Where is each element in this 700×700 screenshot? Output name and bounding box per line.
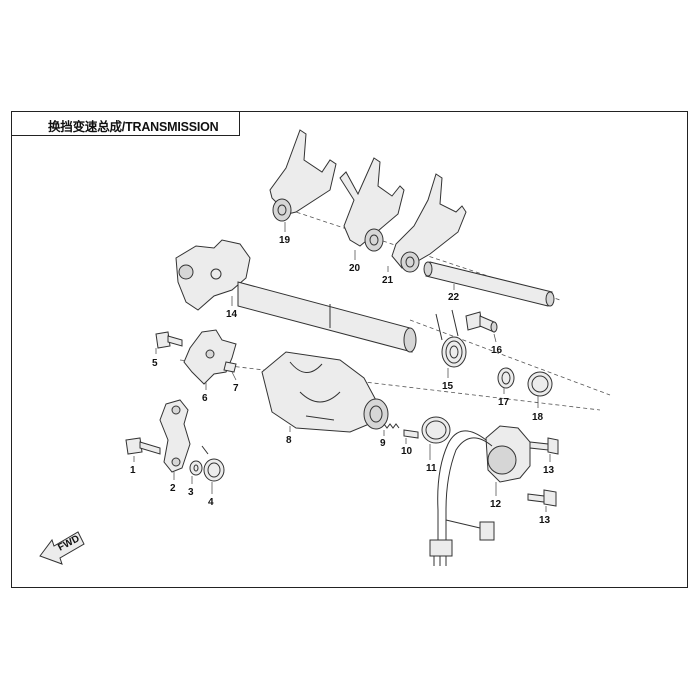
part-9-spring xyxy=(383,423,400,429)
callout-2: 2 xyxy=(170,483,176,494)
callout-13-lower: 13 xyxy=(539,515,551,526)
part-18-o-ring xyxy=(527,371,553,397)
callout-11: 11 xyxy=(426,463,437,474)
callout-20: 20 xyxy=(349,263,361,274)
callout-14: 14 xyxy=(226,309,238,320)
part-12-gear-position-sensor xyxy=(429,425,531,566)
diagram-title: 换挡变速总成/TRANSMISSION xyxy=(48,120,219,134)
part-15-return-spring xyxy=(435,309,467,368)
callout-21: 21 xyxy=(382,275,394,286)
callout-labels: 1 2 3 4 5 6 7 8 9 10 11 12 13 13 14 15 1… xyxy=(130,235,555,526)
callout-5: 5 xyxy=(152,358,158,369)
callout-19: 19 xyxy=(279,235,291,246)
callout-15: 15 xyxy=(442,381,454,392)
axis-line-shaft xyxy=(409,319,611,396)
callout-4: 4 xyxy=(208,497,214,508)
callout-16: 16 xyxy=(491,345,503,356)
part-13-bolt-lower xyxy=(527,489,557,507)
diagram-frame xyxy=(11,111,688,588)
axis-line-drum xyxy=(179,359,601,411)
callout-6: 6 xyxy=(202,393,208,404)
callout-13-upper: 13 xyxy=(543,465,555,476)
part-2-stopper-arm xyxy=(159,399,191,473)
part-19-shift-fork xyxy=(269,129,337,222)
callout-22: 22 xyxy=(448,292,460,303)
callout-9: 9 xyxy=(380,438,386,449)
part-21-shift-fork xyxy=(391,173,467,273)
part-22-fork-shaft xyxy=(423,261,555,307)
callout-17: 17 xyxy=(498,397,510,408)
part-8-shift-drum xyxy=(261,351,389,433)
fwd-arrow-icon xyxy=(39,531,85,565)
callout-12: 12 xyxy=(490,499,502,510)
part-14-shift-shaft xyxy=(175,239,417,353)
part-1-bolt xyxy=(125,437,161,455)
callout-10: 10 xyxy=(401,446,413,457)
title-box xyxy=(11,111,240,136)
callout-3: 3 xyxy=(188,487,194,498)
part-4-torsion-spring xyxy=(201,445,225,482)
part-16-stopper-pin xyxy=(465,311,498,333)
part-20-shift-fork xyxy=(339,157,405,252)
part-7-pin xyxy=(223,361,237,373)
callout-8: 8 xyxy=(286,435,292,446)
part-17-circlip xyxy=(497,367,515,389)
part-6-shift-cam xyxy=(183,329,237,385)
part-3-washer xyxy=(189,460,203,476)
part-5-bolt xyxy=(155,331,183,349)
callout-7: 7 xyxy=(233,383,239,394)
part-13-bolt-upper xyxy=(529,437,559,455)
part-11-o-ring xyxy=(421,416,451,444)
part-10-pin xyxy=(403,429,419,439)
callout-18: 18 xyxy=(532,412,544,423)
leader-lines xyxy=(133,222,551,512)
callout-1: 1 xyxy=(130,465,136,476)
